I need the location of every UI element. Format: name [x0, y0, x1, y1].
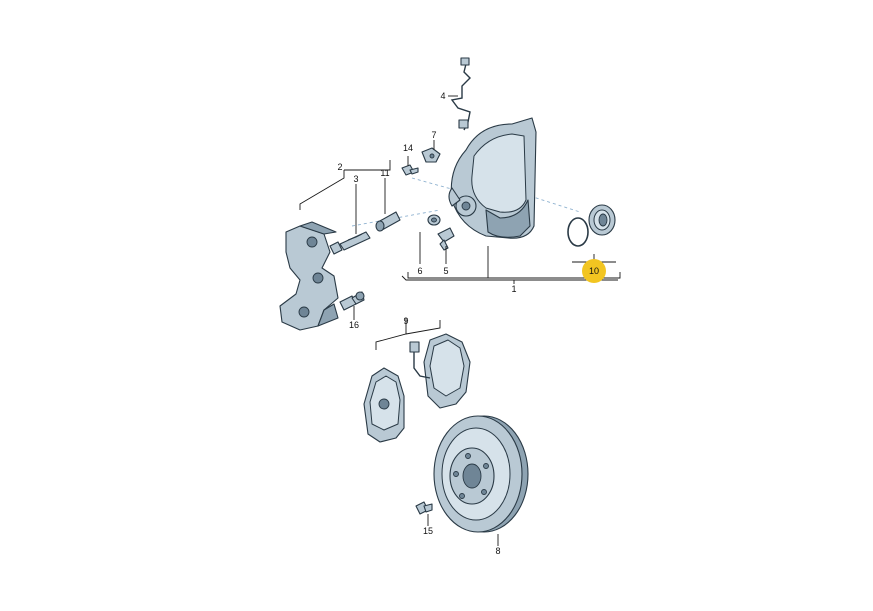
brake-pads-part[interactable] [363, 333, 471, 443]
callout-4: 4 [440, 91, 445, 101]
small-bolt-part[interactable] [401, 164, 419, 176]
wear-sensor-wire-part[interactable] [450, 57, 471, 131]
callout-16: 16 [349, 320, 359, 330]
bleed-cap-part[interactable] [427, 214, 441, 226]
callout-9: 9 [403, 316, 408, 326]
bracket-part[interactable] [421, 147, 441, 163]
guide-pin-part[interactable] [375, 211, 401, 232]
brake-caliper-housing-part[interactable] [448, 117, 537, 239]
callout-2: 2 [337, 162, 342, 172]
disc-screw-part[interactable] [415, 501, 433, 515]
callout-15: 15 [423, 526, 433, 536]
alignment-line-seal [529, 195, 581, 213]
callout-3: 3 [353, 174, 358, 184]
callout-7: 7 [431, 130, 436, 140]
brake-disc-part[interactable] [433, 415, 529, 533]
alignment-line-pin [411, 177, 456, 191]
seal-kit-part[interactable] [567, 204, 616, 247]
guide-bolt-part[interactable] [329, 231, 371, 255]
callout-6: 6 [417, 266, 422, 276]
callout-1: 1 [511, 284, 516, 294]
callout-8: 8 [495, 546, 500, 556]
callout-5: 5 [443, 266, 448, 276]
highlight-marker-10 [582, 259, 606, 283]
callout-14: 14 [403, 143, 413, 153]
callout-10: 10 [589, 266, 599, 276]
callout-11: 11 [380, 168, 389, 178]
carrier-bolt-part[interactable] [339, 291, 365, 311]
caliper-carrier-part[interactable] [279, 221, 339, 331]
